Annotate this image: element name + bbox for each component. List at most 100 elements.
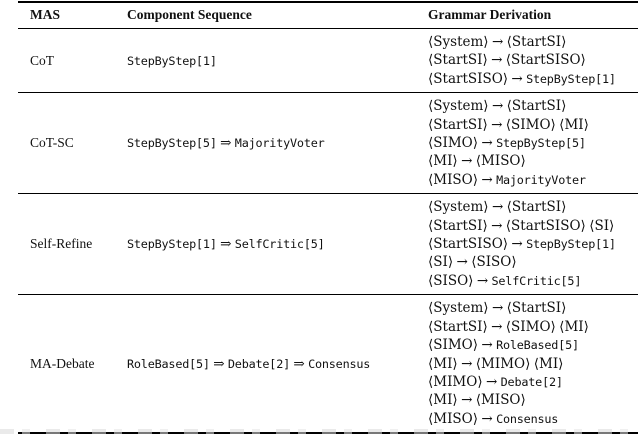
grammar-production-line: ⟨MISO⟩ → MajorityVoter [428, 171, 638, 189]
grammar-production-line: ⟨System⟩ → ⟨StartSI⟩ [428, 33, 638, 51]
grammar-nonterminal: ⟨SISO⟩ [471, 254, 517, 271]
derivation-arrow: → [481, 410, 493, 427]
grammar-derivation-cell: ⟨System⟩ → ⟨StartSI⟩⟨StartSI⟩ → ⟨StartSI… [428, 29, 638, 92]
grammar-nonterminal: ⟨MISO⟩ [428, 171, 479, 188]
component-terminal: StepByStep[1] [127, 53, 217, 68]
component-sequence-cell: StepByStep[1] ⇒ SelfCritic[5] [127, 194, 428, 294]
grammar-nonterminal: ⟨StartSISO⟩ [428, 70, 509, 87]
derivation-arrow: → [491, 98, 504, 115]
grammar-production-line: ⟨StartSI⟩ → ⟨StartSISO⟩ [428, 51, 638, 69]
grammar-production-line: ⟨SISO⟩ → SelfCritic[5] [428, 272, 638, 290]
grammar-nonterminal: ⟨MISO⟩ [475, 392, 526, 409]
derivation-arrow: → [456, 254, 468, 271]
grammar-nonterminal: ⟨SI⟩ [589, 217, 615, 234]
grammar-production-line: ⟨System⟩ → ⟨StartSI⟩ [428, 299, 638, 317]
derivation-arrow: → [461, 392, 473, 409]
derivation-arrow: → [491, 116, 503, 133]
grammar-nonterminal: ⟨MI⟩ [559, 116, 589, 133]
grammar-nonterminal: ⟨MI⟩ [428, 392, 458, 409]
component-terminal: MajorityVoter [496, 172, 586, 187]
component-sequence-text: StepByStep[1] ⇒ SelfCritic[5] [127, 236, 325, 252]
derivation-arrow: → [491, 199, 504, 216]
derivation-arrow: ⇒ [213, 355, 225, 372]
derivation-arrow: → [481, 337, 493, 354]
table-row: MA-Debate RoleBased[5] ⇒ Debate[2] ⇒ Cons… [18, 295, 638, 432]
grammar-nonterminal: ⟨MI⟩ [428, 153, 458, 170]
grammar-nonterminal: ⟨StartSISO⟩ [505, 217, 586, 234]
derivation-arrow: → [491, 34, 504, 50]
column-header-component-sequence: Component Sequence [127, 7, 252, 22]
grammar-nonterminal: ⟨System⟩ [428, 98, 489, 115]
derivation-arrow: → [481, 135, 493, 152]
component-terminal: StepByStep[5] [127, 136, 217, 151]
grammar-nonterminal: ⟨StartSI⟩ [506, 98, 567, 115]
derivation-arrow: ⇒ [220, 135, 232, 152]
component-terminal: StepByStep[1] [526, 71, 616, 86]
component-terminal: StepByStep[1] [127, 237, 217, 252]
grammar-nonterminal: ⟨SIMO⟩ [505, 318, 556, 335]
grammar-nonterminal: ⟨StartSI⟩ [428, 116, 488, 133]
grammar-nonterminal: ⟨StartSI⟩ [506, 34, 567, 50]
component-sequence-text: RoleBased[5] ⇒ Debate[2] ⇒ Consensus [127, 356, 370, 372]
component-sequence-cell: RoleBased[5] ⇒ Debate[2] ⇒ Consensus [127, 295, 428, 432]
derivation-arrow: → [485, 373, 498, 390]
grammar-nonterminal: ⟨MI⟩ [428, 355, 458, 372]
derivation-arrow: → [476, 272, 489, 289]
derivation-arrow: → [491, 52, 503, 69]
grammar-nonterminal: ⟨SIMO⟩ [428, 135, 479, 152]
grammar-production-line: ⟨StartSI⟩ → ⟨SIMO⟩ ⟨MI⟩ [428, 116, 638, 134]
derivation-arrow: → [491, 318, 503, 335]
component-terminal: Consensus [308, 356, 371, 371]
component-terminal: StepByStep[1] [526, 237, 616, 252]
grammar-production-line: ⟨StartSI⟩ → ⟨SIMO⟩ ⟨MI⟩ [428, 318, 638, 336]
grammar-nonterminal: ⟨SIMO⟩ [505, 116, 556, 133]
derivation-arrow: ⇒ [220, 236, 232, 253]
component-terminal: Debate[2] [227, 356, 291, 371]
grammar-nonterminal: ⟨StartSI⟩ [506, 199, 567, 216]
derivation-arrow: → [461, 153, 473, 170]
component-terminal: Debate[2] [500, 374, 563, 389]
mas-name-cell: CoT-SC [30, 135, 74, 151]
mas-name-cell: MA-Debate [30, 355, 95, 371]
grammar-production-line: ⟨MISO⟩ → Consensus [428, 410, 638, 428]
grammar-nonterminal: ⟨SIMO⟩ [428, 337, 479, 354]
component-sequence-text: StepByStep[5] ⇒ MajorityVoter [127, 135, 325, 151]
component-terminal: SelfCritic[5] [491, 273, 582, 288]
grammar-nonterminal: ⟨MIMO⟩ [475, 355, 531, 372]
grammar-nonterminal: ⟨StartSISO⟩ [428, 236, 509, 253]
grammar-nonterminal: ⟨MI⟩ [533, 355, 564, 372]
table-header-row: MAS Component Sequence Grammar Derivatio… [18, 3, 638, 29]
component-sequence-cell: StepByStep[5] ⇒ MajorityVoter [127, 93, 428, 193]
grammar-nonterminal: ⟨StartSI⟩ [428, 217, 488, 234]
component-terminal: Consensus [496, 411, 559, 426]
component-sequence-cell: StepByStep[1] [127, 29, 428, 92]
grammar-production-line: ⟨System⟩ → ⟨StartSI⟩ [428, 97, 638, 115]
component-terminal: MajorityVoter [234, 136, 325, 151]
grammar-production-line: ⟨MI⟩ → ⟨MIMO⟩ ⟨MI⟩ [428, 355, 638, 373]
grammar-nonterminal: ⟨StartSI⟩ [506, 300, 567, 317]
grammar-nonterminal: ⟨SI⟩ [428, 254, 454, 271]
derivation-arrow: → [461, 355, 473, 372]
derivation-arrow: → [491, 300, 504, 317]
derivation-arrow: → [491, 217, 503, 234]
grammar-production-line: ⟨SI⟩ → ⟨SISO⟩ [428, 253, 638, 271]
mas-grammar-table: MAS Component Sequence Grammar Derivatio… [18, 1, 638, 435]
grammar-nonterminal: ⟨MIMO⟩ [428, 373, 483, 390]
grammar-production-line: ⟨SIMO⟩ → RoleBased[5] [428, 336, 638, 354]
derivation-arrow: → [481, 171, 493, 188]
component-terminal: StepByStep[5] [496, 136, 586, 151]
grammar-derivation-cell: ⟨System⟩ → ⟨StartSI⟩⟨StartSI⟩ → ⟨SIMO⟩ ⟨… [428, 295, 638, 432]
component-terminal: SelfCritic[5] [234, 237, 325, 252]
derivation-arrow: → [511, 70, 523, 87]
component-sequence-text: StepByStep[1] [127, 53, 217, 69]
grammar-nonterminal: ⟨MI⟩ [559, 318, 589, 335]
component-terminal: RoleBased[5] [496, 338, 579, 353]
mas-name-cell: CoT [30, 52, 55, 68]
grammar-nonterminal: ⟨SISO⟩ [428, 272, 474, 289]
grammar-nonterminal: ⟨System⟩ [428, 199, 489, 216]
grammar-derivation-cell: ⟨System⟩ → ⟨StartSI⟩ ⟨StartSI⟩ → ⟨StartSI… [428, 194, 638, 294]
